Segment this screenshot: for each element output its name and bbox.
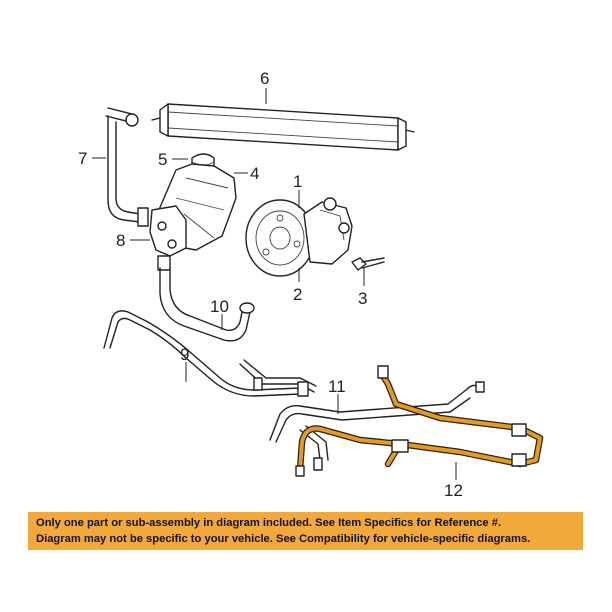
part-6-oil-cooler: [151, 103, 415, 151]
callout-9: 9: [180, 345, 189, 364]
part-7-cooler-hose: [105, 107, 149, 227]
part-8-bracket: [149, 205, 187, 271]
part-1-power-steering-pump: [303, 197, 353, 265]
callout-8: 8: [116, 231, 125, 250]
notice-line-1: Only one part or sub-assembly in diagram…: [36, 517, 502, 529]
notice-banner: Only one part or sub-assembly in diagram…: [28, 512, 583, 550]
callout-5: 5: [158, 150, 167, 169]
part-3-bolt: [351, 257, 385, 271]
callout-12: 12: [444, 481, 463, 500]
callout-1: 1: [293, 172, 302, 191]
notice-line-2: Diagram may not be specific to your vehi…: [36, 533, 531, 545]
part-12-hose-assembly: [295, 365, 544, 477]
callout-numbers: 6 1 2 3 4 5 7 8 10 9 11 12: [78, 69, 463, 500]
callout-10: 10: [210, 297, 229, 316]
callout-2: 2: [293, 285, 302, 304]
callout-4: 4: [250, 164, 259, 183]
part-9-pressure-line: [103, 310, 317, 397]
part-2-pulley: [245, 199, 315, 277]
part-10-return-hose: [159, 267, 255, 342]
callout-3: 3: [358, 289, 367, 308]
callout-6: 6: [260, 69, 269, 88]
leader-lines: [92, 88, 457, 480]
callout-11: 11: [328, 377, 346, 396]
part-11-cooler-line: [269, 381, 485, 471]
callout-7: 7: [78, 149, 87, 168]
